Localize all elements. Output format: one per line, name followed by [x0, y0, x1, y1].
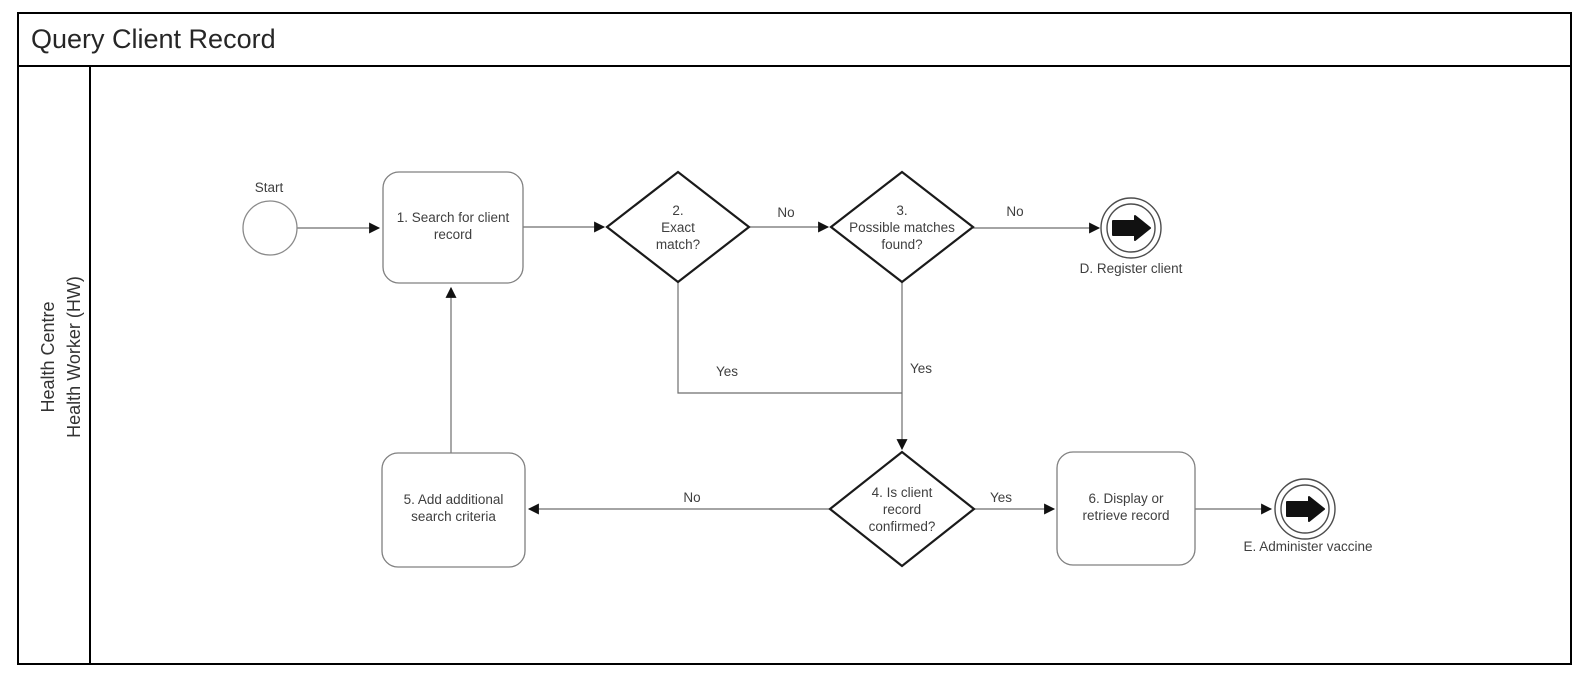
edge-label-gateway4-no: No: [683, 489, 701, 505]
task1-label: 1. Search for client record: [396, 209, 510, 242]
gateway3-label: 3. Possible matches found?: [849, 203, 955, 252]
gateway2-label: 2. Exact match?: [655, 203, 701, 252]
lane-label: Health Worker (HW): [63, 276, 84, 438]
pool-frame: [17, 12, 1572, 665]
edge-label-gateway2-yes: Yes: [715, 363, 739, 379]
edge-label-gateway2-no: No: [777, 204, 795, 220]
end-event-e-arrow-icon: [1286, 496, 1325, 522]
task5-box: [381, 452, 526, 568]
pool-label: Health Centre: [37, 301, 58, 413]
gateway3-diamond: [829, 170, 975, 284]
diagram-title: Query Client Record: [31, 24, 276, 54]
gateway4-diamond: [828, 450, 976, 568]
edge-label-gateway4-yes: Yes: [989, 489, 1013, 505]
edge-label-gateway3-no: No: [1006, 203, 1024, 219]
end-event-d-arrow-icon: [1112, 215, 1151, 241]
end-event-d-label: D. Register client: [1079, 260, 1183, 276]
start-event-circle: [242, 200, 298, 256]
gateway4-label: 4. Is client record confirmed?: [868, 485, 936, 534]
task1-box: [382, 171, 524, 284]
task5-label: 5. Add additional search criteria: [403, 492, 504, 524]
end-event-e-label: E. Administer vaccine: [1243, 538, 1373, 554]
gateway2-diamond: [605, 170, 751, 284]
edge-gateway2-yes: [677, 282, 902, 394]
start-event-label: Start: [254, 179, 284, 195]
task6-box: [1056, 451, 1196, 566]
edge-label-gateway3-yes: Yes: [909, 360, 933, 376]
task6-label: 6. Display or retrieve record: [1082, 490, 1170, 523]
